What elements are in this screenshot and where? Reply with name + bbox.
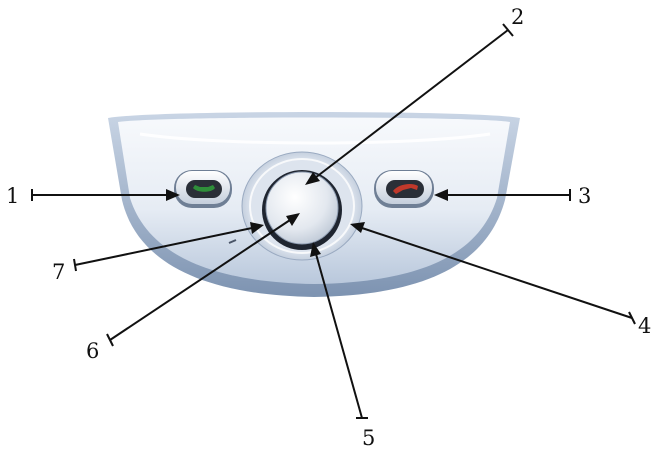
callout-label-4: 4 xyxy=(638,314,651,338)
leader-tick-2 xyxy=(502,23,514,37)
leader-line-6 xyxy=(109,219,291,341)
end-call-button[interactable] xyxy=(374,170,434,208)
phone-handset-icon xyxy=(193,185,215,192)
leader-arrow-2 xyxy=(305,172,320,185)
callout-label-6: 6 xyxy=(86,339,99,363)
call-button[interactable] xyxy=(174,170,232,208)
leader-arrow-6 xyxy=(286,213,300,226)
center-select-button[interactable] xyxy=(262,170,342,250)
minus-mark xyxy=(228,239,237,244)
callout-label-3: 3 xyxy=(578,184,591,208)
leader-lines xyxy=(31,23,636,419)
leader-line-2 xyxy=(314,29,509,179)
leader-line-4 xyxy=(361,227,633,319)
leader-arrow-1 xyxy=(166,189,180,201)
leader-arrow-5 xyxy=(310,242,321,257)
callout-label-2: 2 xyxy=(511,5,524,29)
leader-line-7 xyxy=(74,227,253,266)
device-top-highlight xyxy=(139,132,491,145)
leader-tick-6 xyxy=(106,333,114,347)
callout-label-1: 1 xyxy=(6,184,19,208)
leader-line-5 xyxy=(315,253,363,419)
phone-handset-hangup-icon xyxy=(393,183,418,194)
callout-label-7: 7 xyxy=(52,260,65,284)
leader-arrow-4 xyxy=(350,222,365,233)
callout-label-5: 5 xyxy=(362,426,375,450)
leader-tick-7 xyxy=(73,258,77,272)
callout-labels: 1 2 3 4 5 6 7 xyxy=(6,5,651,450)
leader-tick-4 xyxy=(628,311,636,325)
leader-arrow-7 xyxy=(250,222,264,234)
leader-arrow-3 xyxy=(434,189,448,201)
